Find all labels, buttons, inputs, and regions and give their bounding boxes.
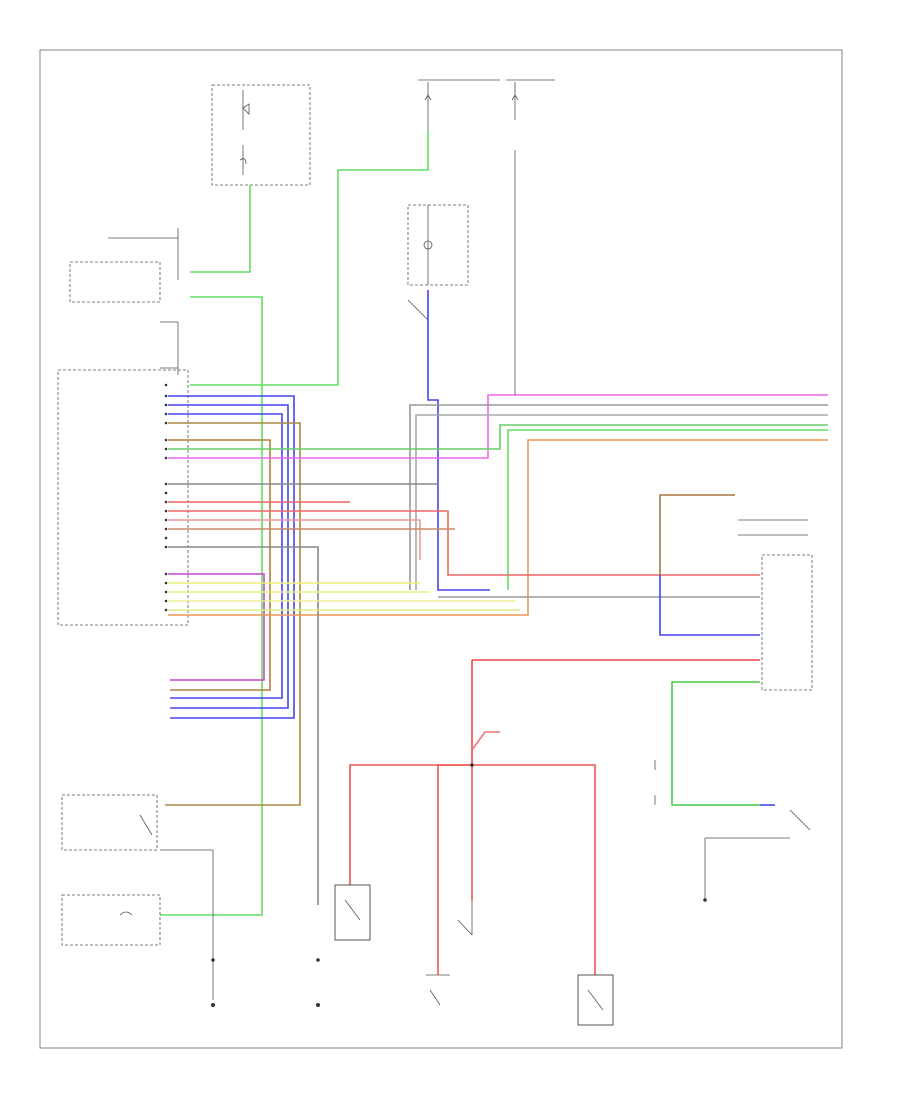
trunk-key-cylinder-switch — [211, 1003, 215, 1007]
passenger-door-key-switch — [654, 760, 811, 900]
fuse-block-right — [506, 79, 555, 120]
trunk-latch-switch — [316, 1003, 320, 1007]
fuse-box-underhood — [211, 84, 311, 186]
trunk-key-switch — [407, 299, 429, 345]
security-indicator-light — [407, 204, 469, 286]
passenger-door-switch — [577, 974, 614, 1026]
left-rear-door-switch — [426, 974, 450, 1006]
control-unit-pins — [164, 383, 168, 612]
door-lock-actuator-passenger — [738, 519, 813, 691]
wires — [160, 130, 828, 1000]
ground-marks — [211, 763, 707, 962]
right-rear-door-switch — [457, 900, 473, 936]
starter-relay — [61, 894, 161, 946]
keyless-entry-security-control-unit — [57, 321, 189, 626]
diagram-frame — [39, 49, 843, 1049]
driver-door-key-switch — [69, 228, 179, 303]
hood-switch — [61, 794, 158, 851]
fuse-block-center — [418, 79, 500, 130]
trunk-actuator-switch — [334, 884, 371, 941]
